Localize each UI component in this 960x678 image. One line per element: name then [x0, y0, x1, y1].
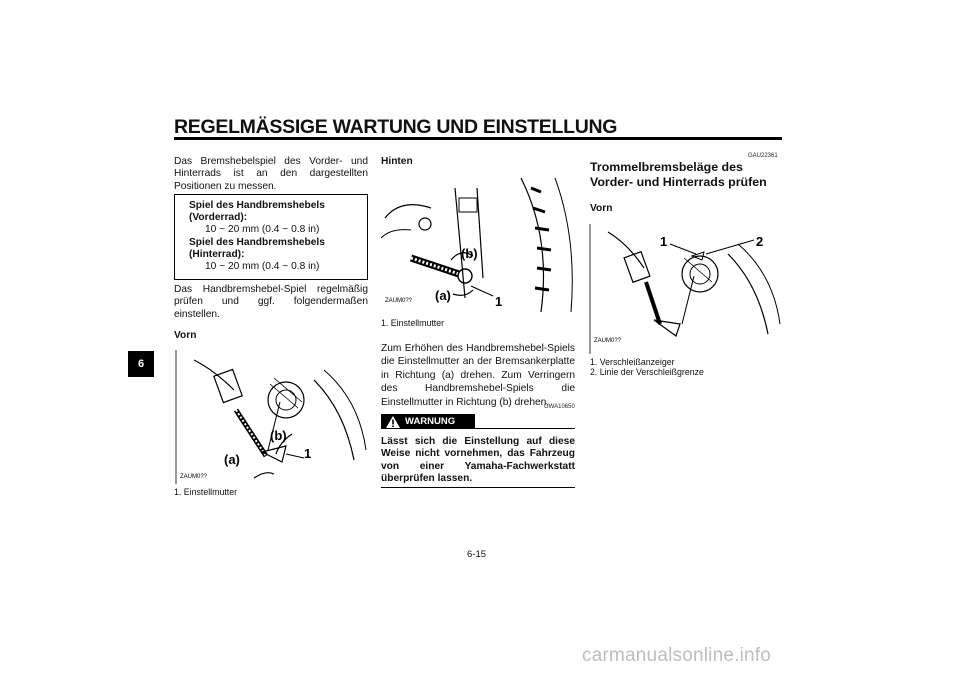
- subhead-drum: Vorn: [590, 203, 613, 214]
- front-label-b: (b): [270, 428, 287, 443]
- rear-brake-illustration: (a) (b) 1 ZAUM0??: [381, 178, 577, 312]
- section-title: Trommelbremsbeläge des Vorder- und Hinte…: [590, 160, 767, 189]
- drum-brake-illustration: 1 2 ZAUM0??: [588, 224, 784, 354]
- front-caption: 1. Einstellmutter: [174, 487, 238, 497]
- drum-caption-2: 2. Linie der Verschleißgrenze: [590, 367, 704, 377]
- rear-label-b: (b): [461, 246, 478, 261]
- warning-triangle-icon: [386, 416, 400, 428]
- drum-figure-code: ZAUM0??: [594, 338, 622, 344]
- header-rule: [174, 137, 782, 140]
- spec-rear-label: Spiel des Handbremshebels (Hinterrad):: [189, 236, 325, 260]
- warning-text: Lässt sich die Einstellung auf diese Wei…: [381, 436, 575, 485]
- rear-figure-code: ZAUM0??: [385, 298, 413, 304]
- front-brake-illustration: (a) (b) 1 ZAUM0??: [174, 350, 370, 484]
- page-title: REGELMÄSSIGE WARTUNG UND EINSTELLUNG: [174, 116, 618, 138]
- drum-caption-1: 1. Verschleißanzeiger: [590, 357, 675, 367]
- section-code: GAU22361: [748, 153, 778, 159]
- page-number: 6-15: [467, 549, 487, 560]
- intro-paragraph: Das Bremshebelspiel des Vorder- und Hint…: [174, 156, 368, 192]
- drum-label-2: 2: [756, 234, 763, 249]
- front-label-a: (a): [224, 452, 240, 467]
- chapter-tab: 6: [128, 351, 154, 377]
- check-paragraph: Das Handbremshebel-Spiel regelmäßig prüf…: [174, 284, 368, 320]
- rear-adjust-paragraph: Zum Erhöhen des Handbremshebel-Spiels di…: [381, 343, 575, 408]
- warning-code: GWA10650: [544, 404, 575, 410]
- rear-label-1: 1: [495, 294, 502, 309]
- spec-rear-value: 10 ~ 20 mm (0.4 ~ 0.8 in): [205, 261, 320, 273]
- subhead-front: Vorn: [174, 330, 197, 341]
- rear-caption: 1. Einstellmutter: [381, 318, 445, 328]
- drum-label-1: 1: [660, 234, 667, 249]
- spec-front-value: 10 ~ 20 mm (0.4 ~ 0.8 in): [205, 224, 320, 236]
- spec-front-label: Spiel des Handbremshebels (Vorderrad):: [189, 200, 325, 224]
- front-label-1: 1: [304, 446, 311, 461]
- warning-bottom-rule: [381, 487, 575, 488]
- subhead-rear: Hinten: [381, 156, 413, 167]
- spec-box: Spiel des Handbremshebels (Vorderrad): 1…: [174, 194, 368, 281]
- rear-label-a: (a): [435, 288, 451, 303]
- watermark: carmanualsonline.info: [582, 645, 772, 666]
- warning-badge: WARNUNG: [381, 414, 475, 429]
- warning-rule: [474, 428, 575, 429]
- front-figure-code: ZAUM0??: [180, 474, 208, 480]
